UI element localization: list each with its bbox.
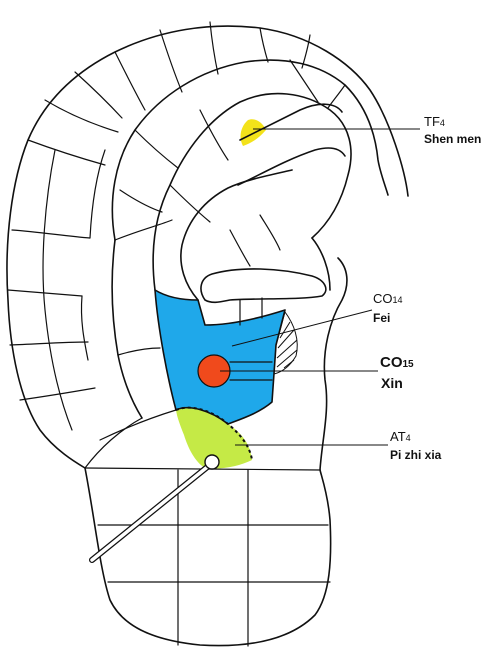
helix-inner (111, 59, 389, 241)
lobe-outline (84, 467, 332, 647)
fei-label: Fei (373, 311, 390, 325)
antihelix-outer (152, 92, 352, 291)
antihelix-inner (180, 169, 293, 301)
helix-crus (200, 268, 327, 304)
ear-outline (6, 25, 409, 469)
helix-inner-lower (111, 239, 143, 419)
pi-zhi-xia-region (176, 407, 252, 469)
probe-needle (89, 454, 220, 563)
lobe-grid (84, 467, 331, 647)
antitragus-edge (319, 257, 348, 471)
dotted-boundary (175, 406, 253, 461)
concha-rim-right (311, 237, 331, 291)
leader-co14 (231, 309, 373, 347)
pi-zhi-xia-label: Pi zhi xia (390, 448, 442, 462)
xin-label: Xin (381, 375, 403, 391)
crus-lower (237, 147, 346, 186)
co15-label: CO15 (380, 354, 414, 371)
shen-men-label: Shen men (424, 132, 481, 146)
segment-lines (7, 21, 346, 469)
hatched-area (273, 310, 298, 375)
at4-label: AT4 (390, 429, 411, 444)
fei-region-outline (154, 289, 286, 425)
co14-label: CO14 (373, 291, 403, 306)
crus-upper (239, 103, 343, 141)
tf4-label: TF4 (424, 114, 445, 129)
